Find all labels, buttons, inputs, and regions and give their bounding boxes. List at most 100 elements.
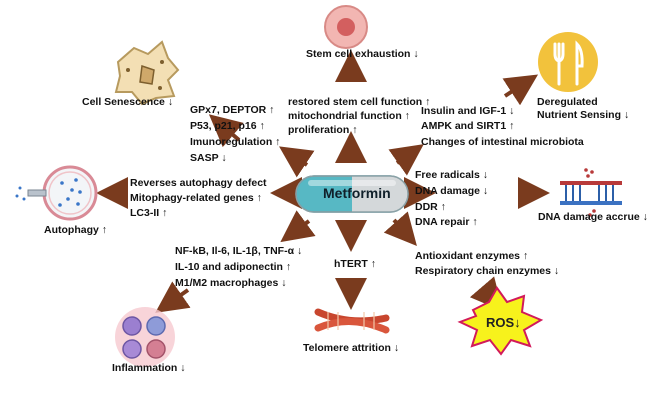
inflammation-icon bbox=[115, 307, 175, 367]
down-arrow: ↓ bbox=[509, 105, 515, 117]
stem-effect-3-text: proliferation bbox=[288, 124, 350, 136]
down-arrow: ↓ bbox=[482, 185, 489, 197]
arrow-to-inflammation-effects bbox=[280, 210, 316, 243]
inflammation-effect-1-text: NF-kB, Il-6, IL-1β, TNF-α bbox=[175, 245, 295, 257]
hallmark-ros-label: ROS↓ bbox=[486, 315, 521, 330]
stem-effect-1-text: restored stem cell function bbox=[288, 96, 423, 108]
autophagy-effect-2: Mitophagy-related genes ↑ bbox=[130, 192, 262, 205]
nutrient-effect-2: AMPK and SIRT1 ↑ bbox=[421, 120, 514, 133]
senescence-effect-3-text: Imunoregulation bbox=[190, 136, 273, 148]
ros-starburst bbox=[457, 286, 544, 356]
ros-effect-2: Respiratory chain enzymes ↓ bbox=[415, 265, 559, 278]
stem-effect-3: proliferation ↑ bbox=[288, 124, 357, 137]
inflammation-effect-3-text: M1/M2 macrophages bbox=[175, 277, 279, 289]
ros-effect-1-text: Antioxidant enzymes bbox=[415, 250, 521, 262]
up-arrow: ↑ bbox=[256, 192, 262, 204]
autophagosome-icon bbox=[15, 165, 98, 221]
dna-effect-4: DNA repair ↑ bbox=[415, 216, 478, 229]
nutrient-text: Nutrient Sensing bbox=[537, 109, 622, 121]
dna-effect-3: DDR ↑ bbox=[415, 201, 446, 214]
dna-damage-icon bbox=[560, 168, 622, 217]
up-arrow: ↑ bbox=[522, 250, 529, 262]
down-arrow: ↓ bbox=[281, 277, 287, 289]
ros-text: ROS bbox=[486, 315, 515, 330]
senescence-effect-2-text: P53, p21, p16 bbox=[190, 120, 257, 132]
dna-effect-2-text: DNA damage bbox=[415, 185, 480, 197]
up-arrow: ↑ bbox=[472, 216, 478, 228]
telomere-effect-1: hTERT ↑ bbox=[334, 258, 376, 271]
inflammation-text: Inflammation bbox=[112, 362, 178, 374]
down-arrow: ↓ bbox=[221, 152, 227, 164]
hallmark-autophagy-label: Autophagy ↑ bbox=[44, 224, 107, 237]
arrow-to-nutrient-sensing bbox=[502, 74, 539, 106]
down-arrow: ↓ bbox=[393, 342, 400, 354]
down-arrow: ↓ bbox=[482, 169, 488, 181]
down-arrow: ↓ bbox=[514, 315, 521, 330]
up-arrow: ↑ bbox=[404, 110, 410, 122]
hallmark-nutrient-label-1: Deregulated bbox=[537, 96, 598, 108]
autophagy-effect-3: LC3-II ↑ bbox=[130, 207, 167, 220]
center-label: Metformin bbox=[323, 185, 391, 201]
senescence-effect-2: P53, p21, p16 ↑ bbox=[190, 120, 265, 133]
down-arrow: ↓ bbox=[642, 211, 648, 223]
autophagy-effect-1: Reverses autophagy defect bbox=[130, 177, 267, 189]
arrow-to-nutrient-effects bbox=[388, 144, 424, 176]
senescence-effect-3: Imunoregulation ↑ bbox=[190, 136, 280, 149]
dna-effect-3-text: DDR bbox=[415, 201, 438, 213]
nutrient-effect-2-text: AMPK and SIRT1 bbox=[421, 120, 507, 132]
stem-cell-down-arrow: ↓ bbox=[413, 48, 419, 60]
up-arrow: ↑ bbox=[285, 261, 292, 273]
metformin-pill bbox=[295, 175, 409, 213]
down-arrow: ↓ bbox=[167, 96, 174, 108]
inflammation-effect-1: NF-kB, Il-6, IL-1β, TNF-α ↓ bbox=[175, 245, 302, 258]
dna-effect-1-text: Free radicals bbox=[415, 169, 480, 181]
stem-effect-2: mitochondrial function ↑ bbox=[288, 110, 410, 123]
senescence-text: Cell Senescence bbox=[82, 96, 165, 108]
ros-effect-1: Antioxidant enzymes ↑ bbox=[415, 250, 528, 263]
autophagy-text: Autophagy bbox=[44, 224, 99, 236]
stem-cell-icon bbox=[324, 5, 368, 49]
hallmark-dna-label: DNA damage accrue ↓ bbox=[538, 211, 648, 224]
up-arrow: ↑ bbox=[275, 136, 281, 148]
up-arrow: ↑ bbox=[509, 120, 515, 132]
inflammation-effect-2-text: IL-10 and adiponectin bbox=[175, 261, 283, 273]
up-arrow: ↑ bbox=[440, 201, 446, 213]
dna-damage-text: DNA damage accrue bbox=[538, 211, 640, 223]
up-arrow: ↑ bbox=[425, 96, 431, 108]
arrow-to-inflammation bbox=[155, 281, 191, 313]
ros-effect-2-text: Respiratory chain enzymes bbox=[415, 265, 551, 277]
hallmark-nutrient-label-2: Nutrient Sensing ↓ bbox=[537, 109, 629, 122]
senescence-effect-1: GPx7, DEPTOR ↑ bbox=[190, 104, 274, 117]
stem-effect-2-text: mitochondrial function bbox=[288, 110, 402, 122]
autophagy-effect-2-text: Mitophagy-related genes bbox=[130, 192, 254, 204]
stem-effect-1: restored stem cell function ↑ bbox=[288, 96, 430, 109]
htert-text: hTERT bbox=[334, 258, 368, 270]
dna-effect-1: Free radicals ↓ bbox=[415, 169, 488, 182]
up-arrow: ↑ bbox=[269, 104, 275, 116]
senescence-effect-4-text: SASP bbox=[190, 152, 219, 164]
up-arrow: ↑ bbox=[162, 207, 168, 219]
up-arrow: ↑ bbox=[259, 120, 265, 132]
hallmark-inflammation-label: Inflammation ↓ bbox=[112, 362, 186, 375]
up-arrow: ↑ bbox=[101, 224, 107, 236]
up-arrow: ↑ bbox=[370, 258, 376, 270]
nutrient-effect-1: Insulin and IGF-1 ↓ bbox=[421, 105, 514, 118]
up-arrow: ↑ bbox=[352, 124, 358, 136]
inflammation-effect-3: M1/M2 macrophages ↓ bbox=[175, 277, 286, 290]
down-arrow: ↓ bbox=[296, 245, 303, 257]
chromosome-icon bbox=[314, 308, 390, 334]
hallmark-senescence-label: Cell Senescence ↓ bbox=[82, 96, 173, 109]
down-arrow: ↓ bbox=[180, 362, 186, 374]
fork-knife-icon bbox=[538, 32, 598, 92]
hallmark-stem-cell-label: Stem cell exhaustion ↓ bbox=[306, 48, 419, 61]
down-arrow: ↓ bbox=[623, 109, 630, 121]
down-arrow: ↓ bbox=[553, 265, 560, 277]
arrow-to-cell-senescence bbox=[208, 114, 244, 148]
nutrient-effect-1-text: Insulin and IGF-1 bbox=[421, 105, 507, 117]
stem-cell-text: Stem cell exhaustion bbox=[306, 48, 411, 60]
telomere-text: Telomere attrition bbox=[303, 342, 391, 354]
inflammation-effect-2: IL-10 and adiponectin ↑ bbox=[175, 261, 291, 274]
arrows bbox=[96, 50, 550, 313]
arrow-to-ros-effects bbox=[383, 211, 417, 246]
